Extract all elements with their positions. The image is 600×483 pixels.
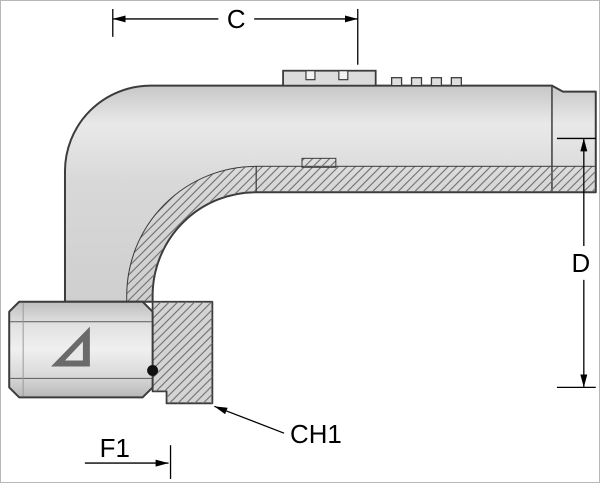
dim-d-label: D (571, 250, 590, 278)
collar-groove (338, 70, 349, 81)
collar-groove (305, 70, 316, 81)
dimension-f1 (84, 445, 172, 480)
swivel-ferrule (151, 300, 214, 405)
barb-ridges (390, 77, 462, 87)
o-ring-dot (147, 364, 159, 376)
dim-c-label-bg (218, 2, 255, 33)
section-hatching (126, 157, 597, 303)
dim-c-label: C (227, 6, 246, 34)
tube-wall-hatch (255, 165, 597, 193)
brand-logo-icon (51, 326, 90, 367)
ch1-label: CH1 (290, 421, 342, 449)
hose-stop-collar (282, 69, 377, 87)
dim-d-label-bg (564, 245, 597, 280)
ferrule-hatch (152, 301, 213, 404)
swivel-nut (8, 300, 154, 399)
joint-step-hatch (301, 157, 337, 168)
callout-ch1 (214, 405, 285, 434)
dim-f1-label: F1 (100, 435, 130, 463)
ch1-leader-line (214, 405, 285, 434)
